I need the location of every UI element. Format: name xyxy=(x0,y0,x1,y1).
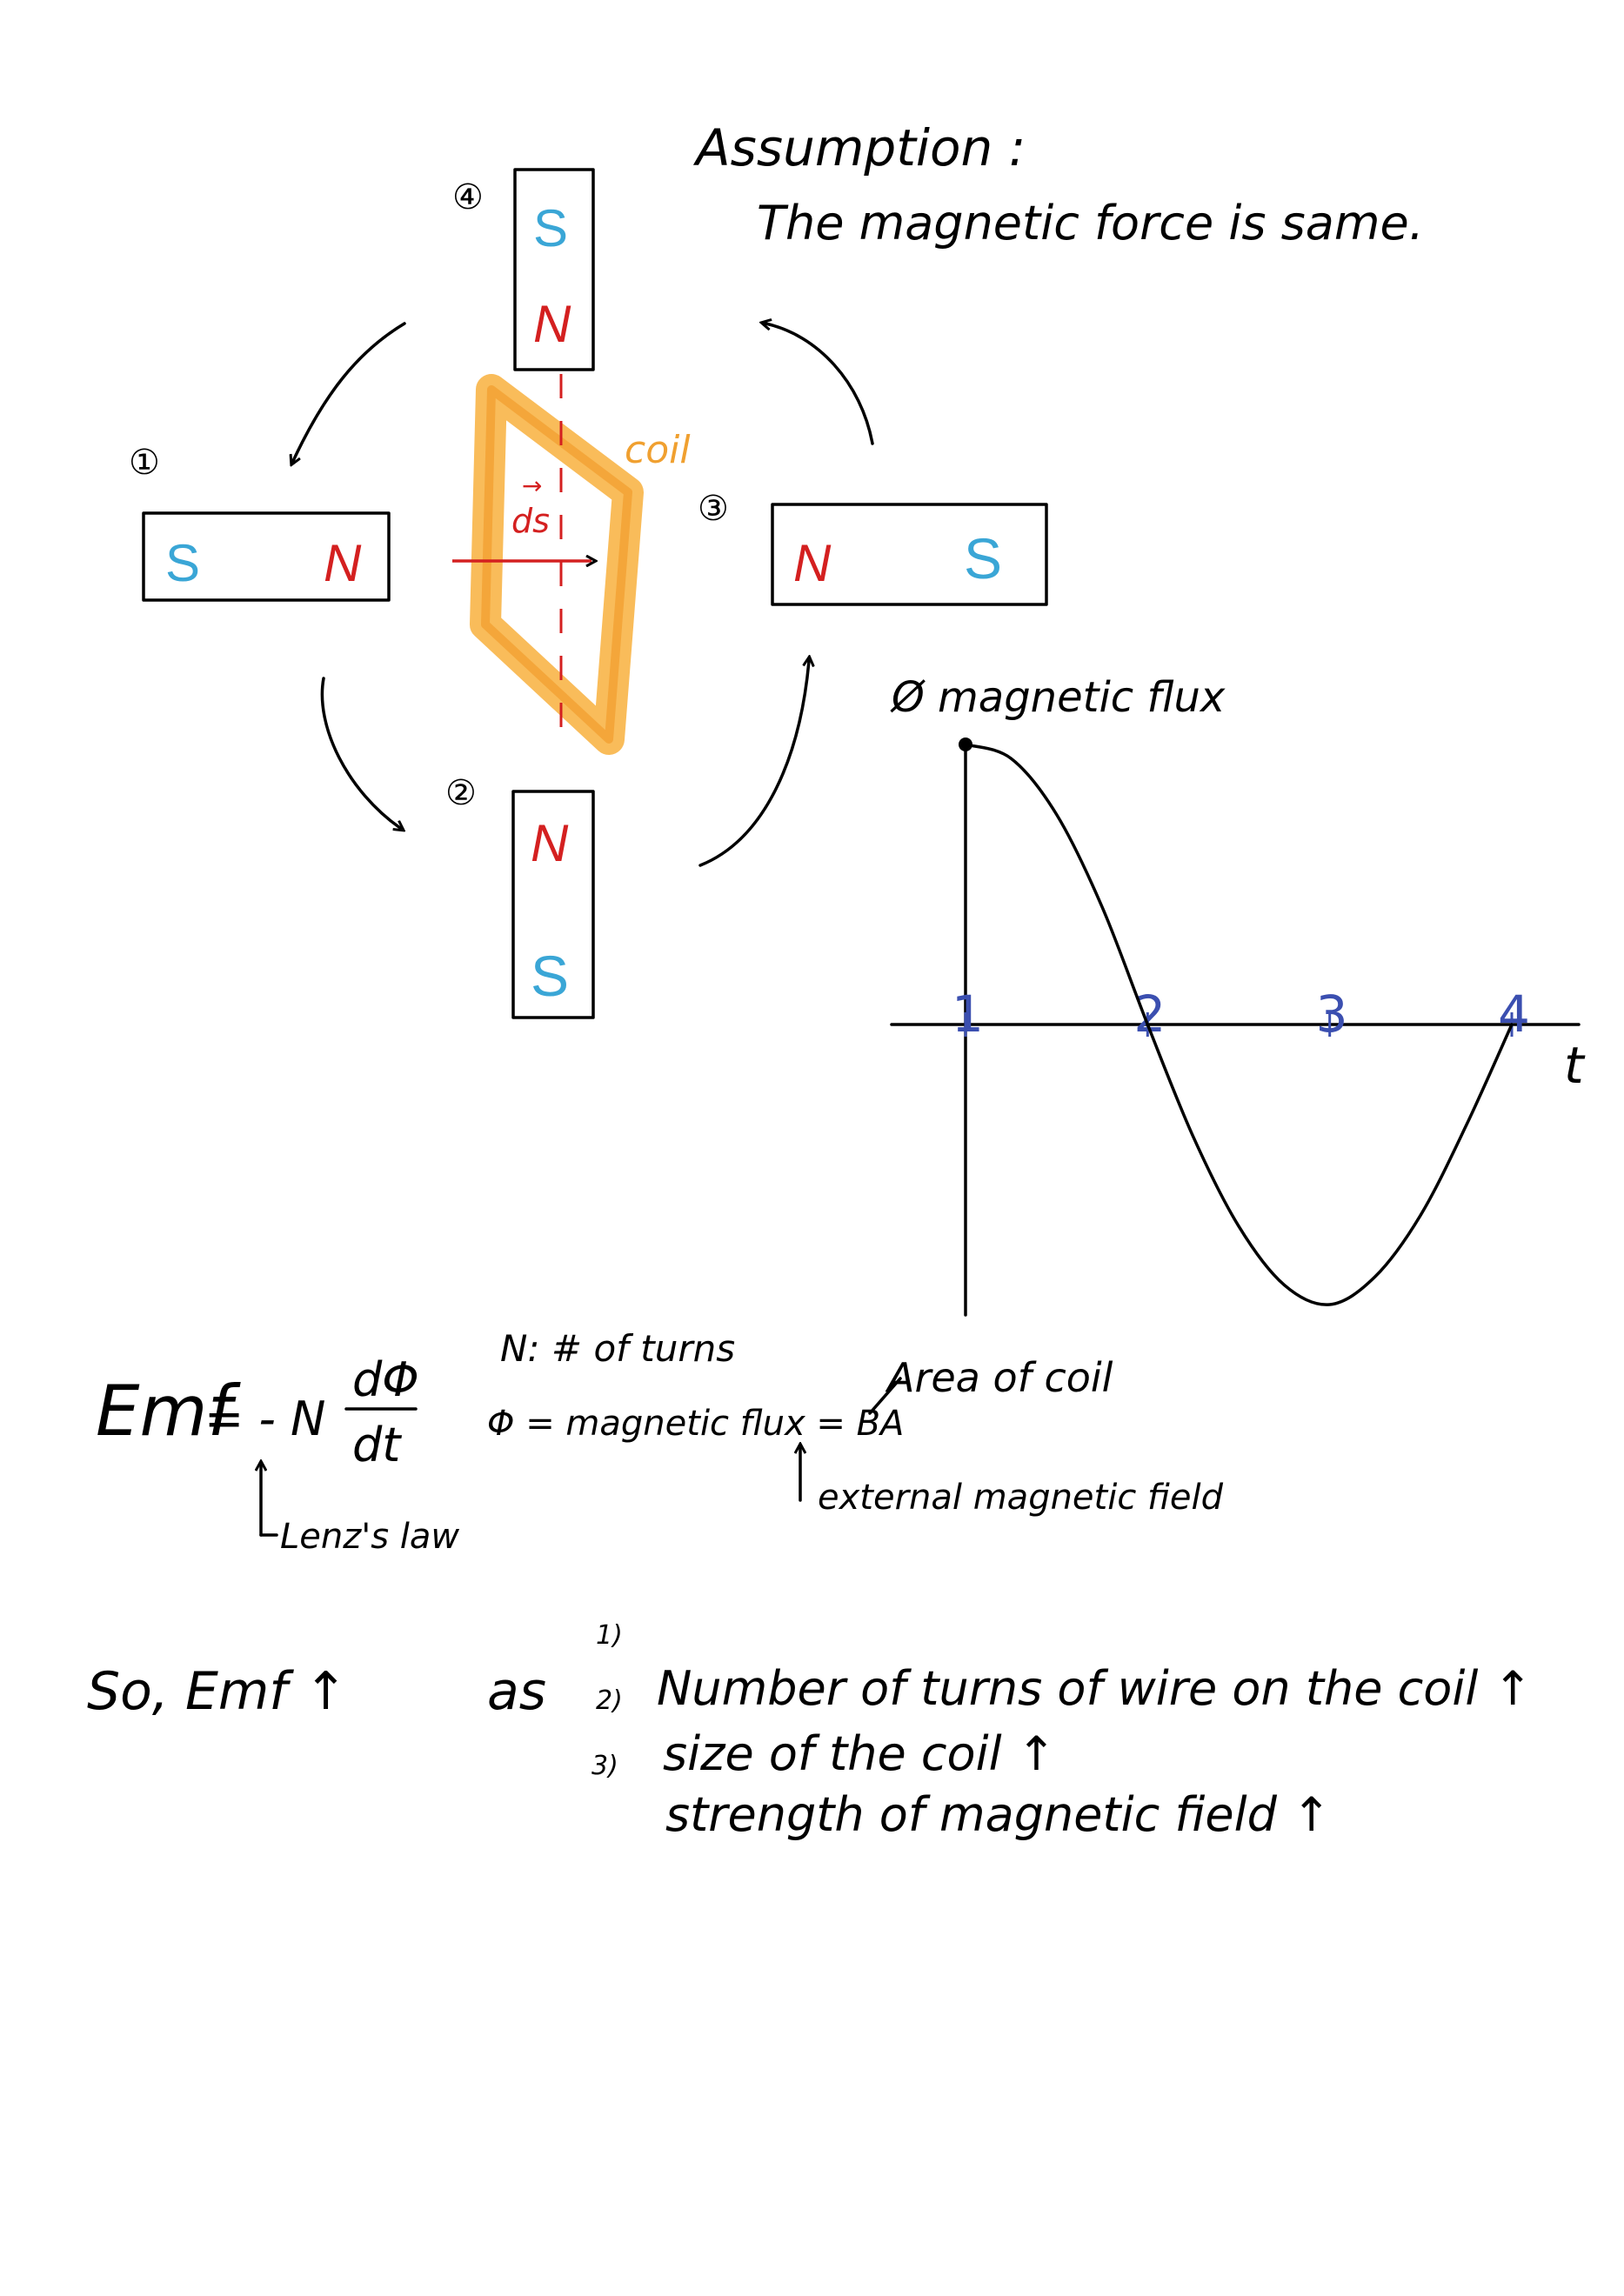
magnet-2-top-pole: N xyxy=(531,814,569,872)
assumption-text: The magnetic force is same. xyxy=(757,196,1424,250)
ds-vector-arrow-icon: → xyxy=(522,471,542,500)
conclusion-item-3-text: strength of magnetic field ↑ xyxy=(665,1787,1331,1842)
magnet-4-bottom-pole: N xyxy=(533,295,571,353)
flux-graph-ticks: 1 2 3 4 xyxy=(952,984,1530,1044)
magnet-3-right-pole: S xyxy=(964,526,1002,591)
x-tick-label-1: 1 xyxy=(952,984,984,1044)
conclusion-lead: So, Emf ↑ xyxy=(87,1661,348,1722)
position-label-4: ④ xyxy=(452,177,484,217)
emf-denominator: dt xyxy=(352,1418,402,1472)
magnet-4-body xyxy=(513,168,595,371)
rotation-arrows xyxy=(293,322,874,867)
definition-area: Area of coil xyxy=(885,1354,1113,1401)
magnet-2: N S ② xyxy=(445,773,595,1019)
position-label-1: ① xyxy=(129,443,160,483)
area-pointer-line xyxy=(868,1377,902,1415)
definition-n: N: # of turns xyxy=(500,1327,735,1370)
flux-graph: Ø magnetic flux t 1 2 3 4 xyxy=(890,673,1586,1317)
magnet-1-right-pole: N xyxy=(324,534,362,592)
magnet-2-body xyxy=(511,790,595,1019)
coil: ds → coil xyxy=(452,374,691,755)
definition-phi: Φ = magnetic flux = BA xyxy=(487,1404,904,1444)
magnet-4-top-pole: S xyxy=(533,199,568,257)
magnet-3-body xyxy=(771,503,1048,606)
emf-formula: Emf = - N dΦ dt Lenz's law xyxy=(96,1352,459,1557)
x-tick-label-3: 3 xyxy=(1316,984,1348,1044)
rotation-arrow-3-to-4 xyxy=(765,324,874,445)
conclusion-item-1-text: Number of turns of wire on the coil ↑ xyxy=(657,1661,1533,1716)
conclusion-item-1-num: 1) xyxy=(596,1620,623,1651)
flux-curve xyxy=(964,743,1514,1306)
magnet-1-left-pole: S xyxy=(165,534,200,592)
ds-label: ds xyxy=(511,502,550,540)
conclusion-item-2-num: 2) xyxy=(596,1685,623,1716)
rotation-arrow-2-to-3 xyxy=(698,661,809,867)
emf-numerator: dΦ xyxy=(352,1352,419,1407)
conclusion: So, Emf ↑ as 1) Number of turns of wire … xyxy=(87,1620,1533,1842)
position-label-2: ② xyxy=(445,773,477,813)
coil-label: coil xyxy=(625,428,691,472)
position-label-3: ③ xyxy=(698,489,729,529)
magnet-3-left-pole: N xyxy=(793,534,832,592)
emf-lhs: Emf xyxy=(96,1371,241,1452)
x-tick-label-2: 2 xyxy=(1133,984,1166,1044)
magnet-2-bottom-pole: S xyxy=(531,944,569,1008)
rotation-arrow-4-to-1 xyxy=(293,322,406,461)
conclusion-as: as xyxy=(487,1661,546,1722)
magnet-1-body xyxy=(142,511,391,602)
x-tick-label-4: 4 xyxy=(1498,984,1530,1044)
rotation-arrow-1-to-2 xyxy=(320,677,400,828)
magnet-4: S N ④ xyxy=(452,168,595,371)
assumption-note: Assumption : The magnetic force is same. xyxy=(692,118,1424,250)
magnet-3: N S ③ xyxy=(698,489,1048,606)
conclusion-item-3-num: 3) xyxy=(591,1751,618,1781)
flux-graph-xlabel: t xyxy=(1564,1036,1586,1095)
lenz-law-label: Lenz's law xyxy=(280,1517,459,1557)
definition-field: external magnetic field xyxy=(818,1478,1224,1518)
assumption-heading: Assumption : xyxy=(692,118,1026,177)
conclusion-item-2-text: size of the coil ↑ xyxy=(663,1726,1056,1781)
flux-start-point xyxy=(959,738,972,751)
emf-equals-minus-n: = - N xyxy=(204,1392,325,1446)
magnet-1: S N ① xyxy=(129,443,391,602)
definitions: N: # of turns Φ = magnetic flux = BA Are… xyxy=(487,1327,1224,1518)
flux-graph-ylabel: Ø magnetic flux xyxy=(890,673,1226,722)
coil-loop-inner xyxy=(481,385,632,744)
